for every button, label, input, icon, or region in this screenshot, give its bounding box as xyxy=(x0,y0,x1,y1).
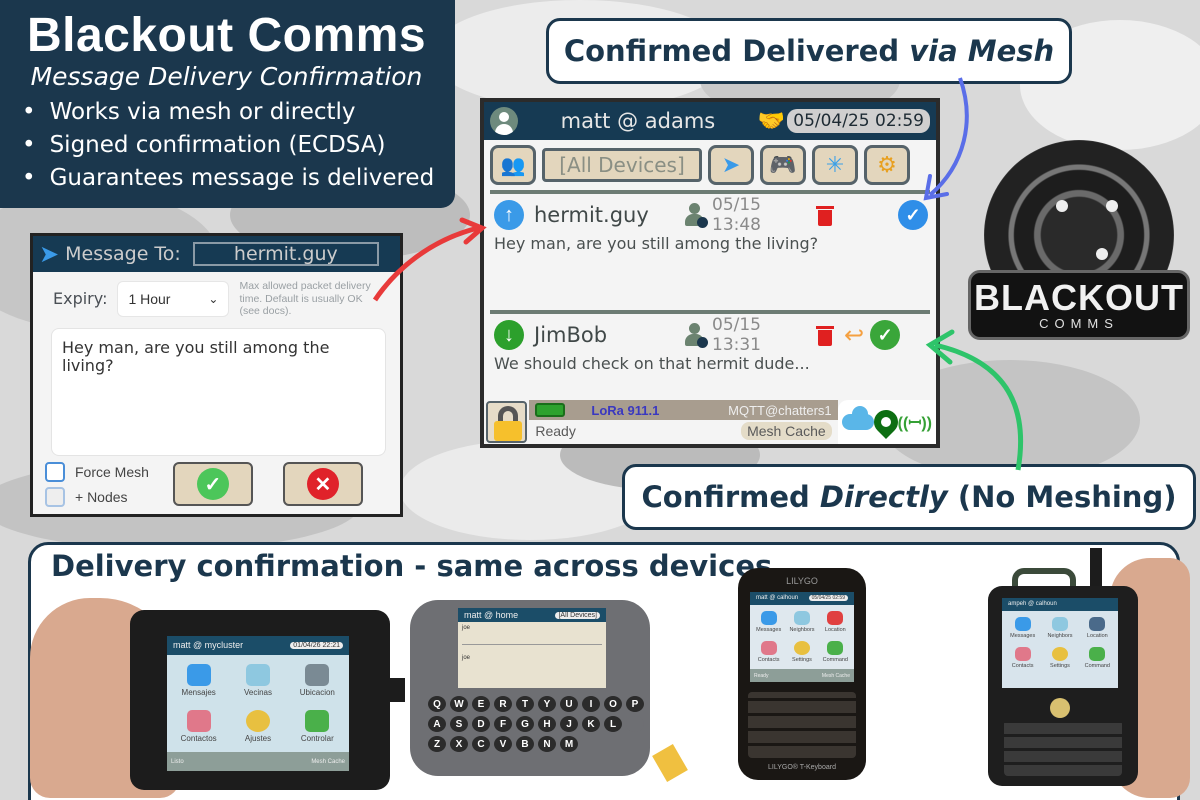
blackout-comms-logo: BLACKOUT COMMS xyxy=(968,140,1190,340)
settings-button[interactable]: ⚙ xyxy=(864,145,910,185)
gamepad-icon: 🎮 xyxy=(769,152,797,177)
feature-item: Signed confirmation (ECDSA) xyxy=(22,129,439,162)
arrow-down-icon: ↓ xyxy=(494,320,524,350)
message-text: Hey man, are you still among the living? xyxy=(494,234,819,253)
expiry-hint: Max allowed packet delivery time. Defaul… xyxy=(239,280,371,317)
battery-icon xyxy=(535,403,566,417)
device-photo-rugged: ampeh @ calhoun Messages Neighbors Locat… xyxy=(960,548,1190,800)
page-title: Blackout Comms xyxy=(26,9,427,62)
devices-panel-title: Delivery confirmation - same across devi… xyxy=(51,549,773,583)
cloud-icon xyxy=(841,406,874,430)
force-mesh-checkbox[interactable]: Force Mesh xyxy=(45,461,149,482)
gear-icon: ⚙ xyxy=(877,152,897,177)
trash-icon[interactable] xyxy=(816,324,834,346)
nodes-checkbox[interactable]: + Nodes xyxy=(45,486,149,507)
divider xyxy=(490,310,930,314)
expiry-select[interactable]: 1 Hour ⌄ xyxy=(117,280,230,317)
model-label: LILYGO® T-Keyboard xyxy=(768,764,836,771)
brand-label: LILYGO xyxy=(786,576,818,586)
message-sender: JimBob xyxy=(534,323,608,347)
mqtt-label: MQTT@chatters1 xyxy=(728,402,832,418)
user-label: matt @ adams xyxy=(560,109,716,133)
trash-icon[interactable] xyxy=(816,204,834,226)
send-icon: ➤ xyxy=(39,240,60,268)
contacts-icon: 👥 xyxy=(500,154,526,177)
lock-button[interactable] xyxy=(486,401,528,443)
cancel-button[interactable]: ✕ xyxy=(282,462,363,506)
callout-via-mesh: Confirmed Delivered via Mesh xyxy=(546,18,1072,84)
radio-label: LoRa 911.1 xyxy=(591,402,660,418)
mesh-button[interactable]: ✳ xyxy=(812,145,858,185)
message-time: 05/15 13:31 xyxy=(712,315,761,355)
contacts-button[interactable]: 👥 xyxy=(490,145,536,185)
status-bar: LoRa 911.1 MQTT@chatters1 Ready Mesh Cac… xyxy=(484,400,936,444)
keyboard: Q W E R T Y U I O P A S D F G H J K L Z … xyxy=(428,696,644,752)
device-filter[interactable]: [All Devices] xyxy=(542,148,702,182)
checkmark-icon: ✓ xyxy=(898,200,928,230)
title-panel: Blackout Comms Message Delivery Confirma… xyxy=(0,0,455,208)
feature-item: Guarantees message is delivered xyxy=(22,162,439,195)
subtitle: Message Delivery Confirmation xyxy=(30,62,423,91)
reply-icon[interactable]: ↩ xyxy=(844,321,865,349)
checkmark-icon: ✓ xyxy=(870,320,901,350)
avatar-icon[interactable] xyxy=(490,107,518,135)
feature-item: Works via mesh or directly xyxy=(22,96,439,129)
lock-icon xyxy=(498,406,518,424)
close-icon: ✕ xyxy=(306,468,339,500)
message-text: We should check on that hermit dude... xyxy=(494,354,810,373)
arrow-up-icon: ↑ xyxy=(494,200,524,230)
mesh-network-icon: ✳ xyxy=(825,152,845,177)
callout-directly: Confirmed Directly (No Meshing) xyxy=(622,464,1196,530)
device-photo-pager: matt @ home[All Devices] joe joe Q W E R… xyxy=(410,600,688,782)
message-item[interactable]: ↑ hermit.guy 05/15 13:48 ✓ Hey man, are … xyxy=(484,194,936,310)
recipient-field[interactable]: hermit.guy xyxy=(192,242,379,266)
status-text: Ready xyxy=(535,423,576,439)
divider xyxy=(490,190,930,194)
send-confirm-button[interactable]: ✓ xyxy=(172,462,253,506)
node-info-icon[interactable] xyxy=(684,202,708,228)
clock: 05/04/25 02:59 xyxy=(787,109,930,133)
node-info-icon[interactable] xyxy=(684,322,708,348)
compose-dialog: ➤ Message To: hermit.guy Expiry: 1 Hour … xyxy=(30,233,403,517)
compose-header: ➤ Message To: hermit.guy xyxy=(33,236,400,272)
message-textarea[interactable]: Hey man, are you still among the living? xyxy=(51,327,386,456)
message-sender: hermit.guy xyxy=(534,203,649,227)
expiry-label: Expiry: xyxy=(53,289,108,309)
message-time: 05/15 13:48 xyxy=(712,195,761,235)
messages-screen: matt @ adams 🤝 05/04/25 02:59 👥 [All Dev… xyxy=(480,98,940,448)
gamepad-button[interactable]: 🎮 xyxy=(760,145,806,185)
message-to-label: Message To: xyxy=(65,243,181,265)
send-icon: ➤ xyxy=(721,152,741,177)
handshake-icon: 🤝 xyxy=(757,108,786,133)
logo-subtext: COMMS xyxy=(1039,315,1119,331)
logo-text: BLACKOUT xyxy=(974,276,1184,318)
antenna-icon: ((ꟷ)) xyxy=(897,415,932,432)
checkmark-icon: ✓ xyxy=(196,468,229,500)
toolbar: 👥 [All Devices] ➤ 🎮 ✳ ⚙ xyxy=(484,140,936,190)
message-item[interactable]: ↓ JimBob 05/15 13:31 ↩ ✓ We should check… xyxy=(484,314,936,373)
mesh-cache-badge[interactable]: Mesh Cache xyxy=(741,422,832,440)
send-button[interactable]: ➤ xyxy=(708,145,754,185)
chevron-down-icon: ⌄ xyxy=(208,291,219,306)
screen-header: matt @ adams 🤝 05/04/25 02:59 xyxy=(484,102,936,140)
feature-list: Works via mesh or directly Signed confir… xyxy=(14,96,439,195)
